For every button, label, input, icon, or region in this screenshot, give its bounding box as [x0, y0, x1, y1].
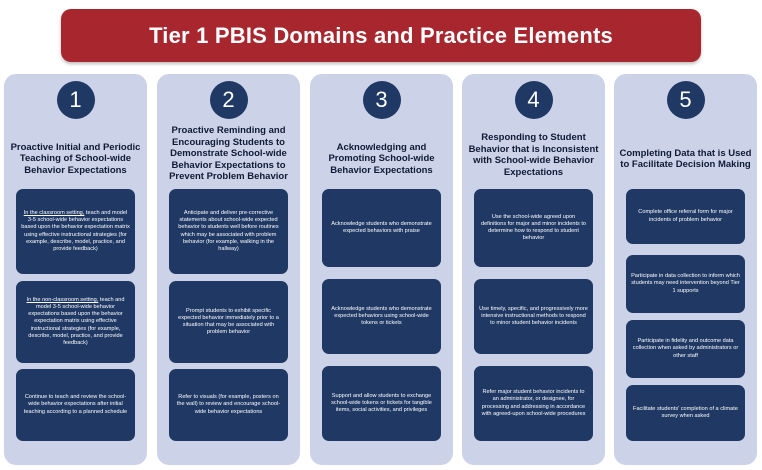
domain-heading: Proactive Initial and Periodic Teaching …	[10, 141, 141, 176]
domain-heading: Acknowledging and Promoting School-wide …	[328, 141, 435, 176]
practice-text: Acknowledge students who demonstrate exp…	[331, 220, 432, 234]
practice-text: Acknowledge students who demonstrate exp…	[331, 305, 432, 327]
practice-element-box: Facilitate students' completion of a cli…	[626, 385, 745, 441]
practice-text: teach and model 3-5 school-wide behavior…	[28, 296, 125, 346]
practice-element-box: Use timely, specific, and progressively …	[474, 279, 593, 354]
domain-number-badge: 5	[666, 81, 705, 119]
practice-text: Anticipate and deliver pre-corrective st…	[178, 209, 279, 252]
practice-element-box: Refer to visuals (for example, posters o…	[169, 369, 288, 441]
practice-text: Refer to visuals (for example, posters o…	[176, 394, 281, 415]
page-title: Tier 1 PBIS Domains and Practice Element…	[149, 22, 613, 48]
title-banner: Tier 1 PBIS Domains and Practice Element…	[61, 9, 701, 62]
practice-element-box: Use the school-wide agreed upon definiti…	[474, 189, 593, 267]
practice-text: Use timely, specific, and progressively …	[479, 305, 588, 327]
practice-element-box: Anticipate and deliver pre-corrective st…	[169, 189, 288, 274]
domain-number-badge: 3	[362, 81, 401, 119]
domain-column-1: 1 Proactive Initial and Periodic Teachin…	[4, 74, 147, 465]
practice-element-box: Refer major student behavior incidents t…	[474, 366, 593, 441]
domain-column-2: 2 Proactive Reminding and Encouraging St…	[157, 74, 300, 465]
setting-label: In the classroom setting,	[23, 209, 85, 216]
practice-text: teach and model 3-5 school-wide behavior…	[21, 209, 130, 252]
practice-text: Refer major student behavior incidents t…	[481, 389, 586, 417]
practice-element-box: Complete office referral form for major …	[626, 189, 745, 244]
domain-heading: Responding to Student Behavior that is I…	[468, 132, 599, 178]
practice-text: Use the school-wide agreed upon definiti…	[480, 213, 587, 242]
practice-element-box: Participate in fidelity and outcome data…	[626, 320, 745, 378]
practice-element-box: Prompt students to exhibit specific expe…	[169, 281, 288, 363]
practice-element-box: Support and allow students to exchange s…	[322, 366, 441, 441]
practice-element-box: Continue to teach and review the school-…	[16, 369, 135, 441]
practice-text: Participate in data collection to inform…	[631, 273, 740, 294]
practice-text: Participate in fidelity and outcome data…	[632, 338, 739, 359]
practice-element-box: Participate in data collection to inform…	[626, 255, 745, 313]
domain-column-3: 3 Acknowledging and Promoting School-wid…	[310, 74, 453, 465]
domain-heading: Proactive Reminding and Encouraging Stud…	[169, 125, 288, 183]
practice-text: Continue to teach and review the school-…	[23, 394, 128, 415]
domain-column-4: 4 Responding to Student Behavior that is…	[462, 74, 605, 465]
practice-element-box: Acknowledge students who demonstrate exp…	[322, 279, 441, 354]
domain-heading: Completing Data that is Used to Facilita…	[619, 147, 752, 171]
practice-text: Support and allow students to exchange s…	[331, 392, 432, 414]
practice-element-box: Acknowledge students who demonstrate exp…	[322, 189, 441, 267]
practice-element-box: In the non-classroom setting, teach and …	[16, 281, 135, 363]
domain-number-badge: 2	[209, 81, 248, 119]
practice-text: Prompt students to exhibit specific expe…	[178, 307, 279, 336]
practice-element-box: In the classroom setting, teach and mode…	[16, 189, 135, 274]
domain-number-badge: 1	[56, 81, 95, 119]
setting-label: In the non-classroom setting,	[26, 296, 99, 303]
domain-column-5: 5 Completing Data that is Used to Facili…	[614, 74, 757, 465]
practice-text: Facilitate students' completion of a cli…	[633, 405, 738, 419]
domain-number-badge: 4	[514, 81, 553, 119]
practice-text: Complete office referral form for major …	[638, 209, 733, 223]
